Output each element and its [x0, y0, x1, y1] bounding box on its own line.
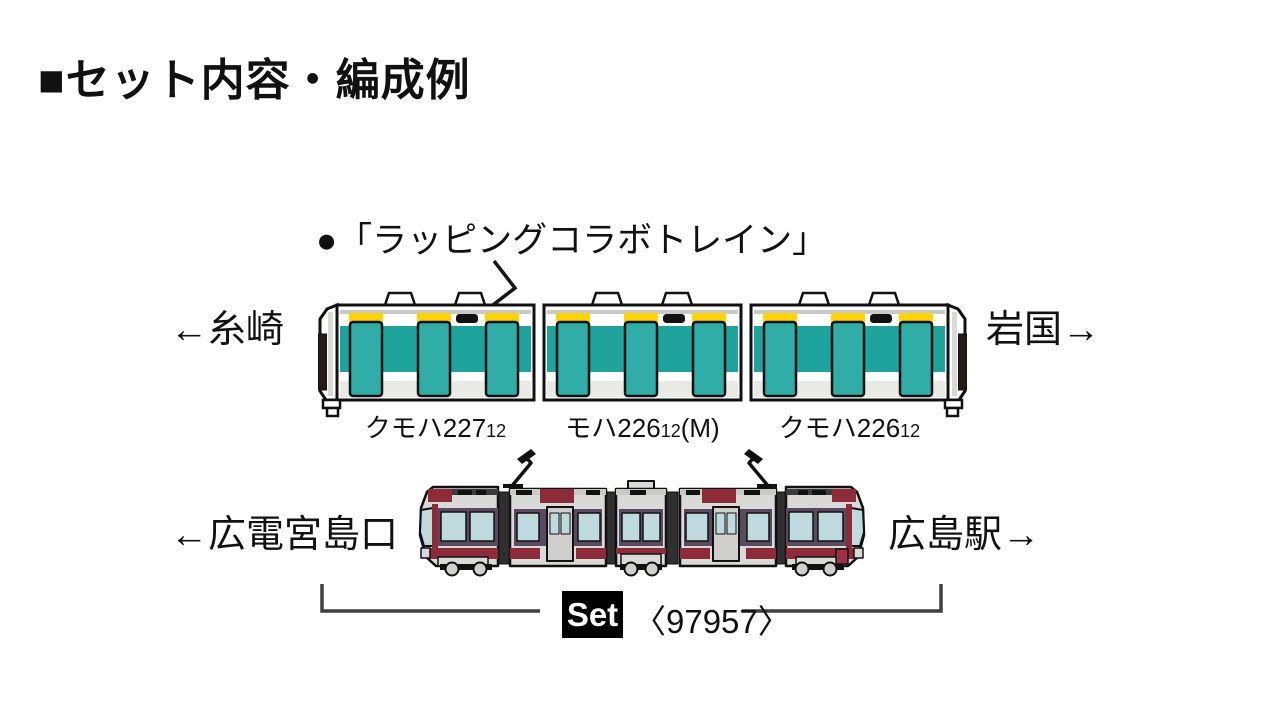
door-cap — [417, 313, 451, 323]
destination-iwakuni: 岩国→ — [986, 309, 1101, 351]
door — [830, 320, 866, 398]
roof-strip — [754, 310, 945, 314]
wheel — [444, 561, 460, 577]
roof-vent — [453, 291, 487, 307]
door — [348, 320, 384, 398]
door-cap — [624, 313, 658, 323]
set-number: 〈97957〉 — [633, 603, 791, 640]
jr227-car-2 — [542, 291, 743, 402]
cab-front-right — [943, 302, 967, 418]
window — [469, 511, 495, 542]
door-cap — [485, 313, 519, 323]
door — [623, 320, 659, 398]
wrapping-train-callout: ●「ラッピングコラボトレイン」 — [316, 221, 828, 260]
window — [746, 512, 770, 542]
set-badge: Set — [562, 591, 623, 638]
windshield — [850, 507, 865, 547]
wheel — [794, 561, 810, 577]
roof-vent — [797, 291, 831, 307]
coupler-foot — [945, 406, 960, 418]
tram-middle-module — [614, 480, 668, 577]
window — [788, 511, 814, 542]
tram-door-module-right — [678, 487, 778, 568]
door-cap — [349, 313, 383, 323]
tram-cab-module-right — [784, 485, 866, 577]
roof-vent — [383, 291, 417, 307]
pantograph-icon — [744, 449, 777, 489]
coupler-foot — [325, 406, 340, 418]
car-label-kumoha226: クモハ22612 — [778, 413, 921, 443]
window — [685, 512, 709, 542]
window — [516, 512, 540, 542]
roof-strip — [547, 310, 738, 314]
window — [621, 512, 641, 542]
set-badge-label: Set — [566, 595, 619, 633]
window — [817, 511, 844, 542]
roof-strip — [340, 310, 531, 314]
wheel — [644, 561, 660, 577]
cab-front-left — [318, 302, 342, 418]
roof-vent — [590, 291, 624, 307]
pantograph-icon — [503, 449, 536, 489]
hiroden-tram — [418, 449, 866, 577]
door-cap — [763, 313, 797, 323]
door — [691, 320, 727, 398]
wheel — [472, 561, 488, 577]
small-window — [870, 314, 892, 323]
window — [577, 512, 601, 542]
destination-itozaki: ←糸崎 — [170, 309, 285, 351]
door-cap — [831, 313, 865, 323]
roof-vent — [660, 291, 694, 307]
set-bracket — [320, 584, 943, 613]
door-cap — [556, 313, 590, 323]
wheel — [822, 561, 838, 577]
door-cap — [692, 313, 726, 323]
door — [416, 320, 452, 398]
window — [642, 512, 661, 542]
door-cap — [899, 313, 933, 323]
roof-vent — [867, 291, 901, 307]
tram-cab-module-left — [418, 485, 500, 577]
destination-hiroden-miyajimaguchi: ←広電宮島口 — [170, 514, 399, 556]
door — [898, 320, 934, 398]
window — [440, 511, 467, 542]
door — [484, 320, 520, 398]
small-window — [456, 314, 478, 323]
tram-door-module-left — [508, 487, 608, 568]
car-label-kumoha227: クモハ22712 — [364, 413, 507, 443]
destination-hiroshima-station: 広島駅→ — [888, 514, 1041, 556]
door — [762, 320, 798, 398]
small-window — [663, 314, 685, 323]
car-label-moha226: モハ22612(M) — [565, 413, 720, 443]
jr227-car-3 — [749, 291, 950, 402]
wheel — [623, 561, 639, 577]
jr227-train — [318, 291, 967, 418]
page-title: ■セット内容・編成例 — [38, 56, 471, 105]
door — [555, 320, 591, 398]
windshield — [419, 507, 434, 547]
jr227-car-1 — [335, 291, 536, 402]
